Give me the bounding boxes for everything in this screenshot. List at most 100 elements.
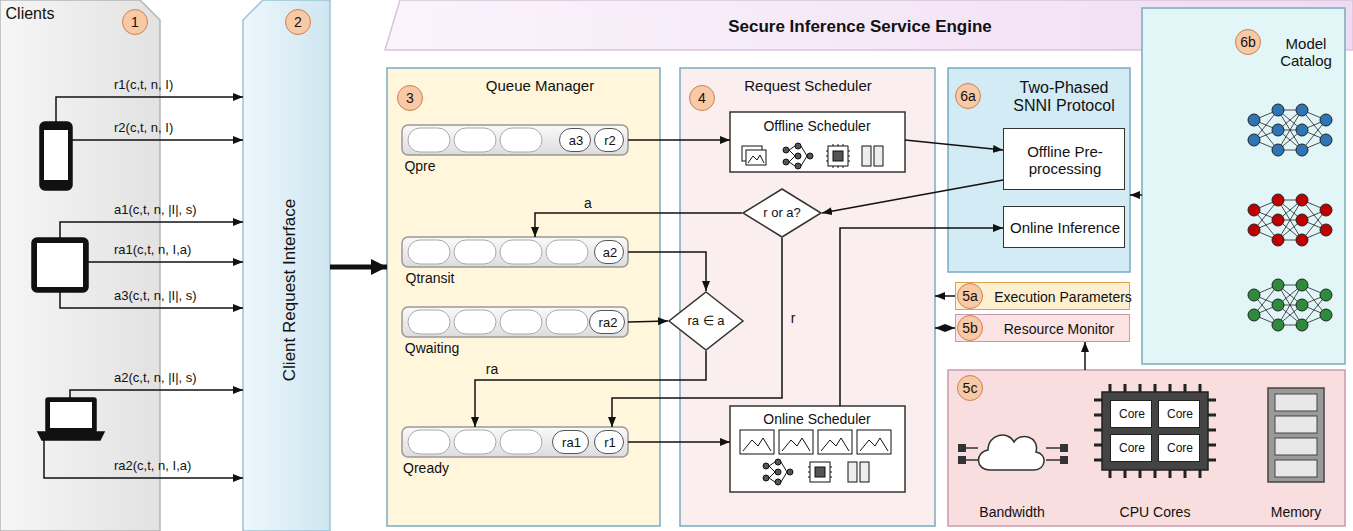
net-neuron (1296, 299, 1308, 311)
scheduler-box-shape (730, 406, 905, 492)
net-neuron (1320, 134, 1332, 146)
queue-manager-shape (387, 68, 660, 526)
queue: Qtransita2 (402, 237, 628, 267)
cpu-chip (1102, 392, 1208, 470)
node-text: Qwaiting (405, 340, 459, 356)
edge-label: r2(c,t, n, I) (114, 121, 173, 136)
queue-manager: Queue ManagerQprea3r2Qtransita2Qwaitingr… (387, 68, 660, 526)
process-box: Offline Pre-processing (1003, 128, 1125, 190)
flow-arrow (628, 252, 706, 291)
pin (1169, 384, 1172, 392)
flow-arrow (475, 351, 706, 427)
flow-arrow (628, 441, 730, 443)
request-pill: ra1 (552, 430, 589, 454)
scheduler-box: Offline Scheduler (730, 112, 905, 172)
node-text: Qpre (404, 158, 435, 174)
flow-arrow (1084, 342, 1086, 370)
flow-arrow (160, 96, 243, 98)
pin (1139, 470, 1142, 478)
net-neuron (1272, 279, 1284, 291)
pin (1139, 384, 1142, 392)
net-neuron (1248, 134, 1260, 146)
flow-arrow (160, 477, 243, 479)
net-neuron (1296, 144, 1308, 156)
request-pill: r1 (594, 430, 624, 454)
queue-slot (546, 310, 588, 334)
cpu-core: Core (1158, 400, 1200, 428)
edge-label: ra1(c,t, n, I,a) (114, 243, 191, 258)
flow-arrow (905, 140, 1003, 150)
net-neuron (1272, 299, 1284, 311)
net-neuron (1320, 114, 1332, 126)
edge-label: a2(c,t, n, |I|, s) (114, 371, 197, 386)
request-pill: a3 (559, 128, 591, 152)
node-text: CPU Cores (1120, 504, 1191, 520)
node-text: r or a? (763, 206, 801, 221)
pin (1208, 444, 1216, 447)
laptop-icon (46, 398, 96, 432)
cpu-pins (1094, 384, 1216, 478)
pin (1094, 414, 1102, 417)
flow-arrow (160, 307, 243, 309)
pin (1154, 470, 1157, 478)
callout-number: 5c (957, 375, 983, 401)
queue-slots (408, 128, 588, 454)
request-scheduler: Request SchedulerOffline Schedulerr or a… (680, 68, 935, 526)
flow-arrow (160, 221, 243, 223)
queue-slot (408, 430, 450, 454)
callout-number: 5b (957, 315, 983, 341)
net-neuron (1296, 194, 1308, 206)
node-text: Execution Parameters (994, 289, 1132, 305)
node-text: Qtransit (405, 270, 454, 286)
diamond-shape (743, 189, 821, 237)
queue-slot (500, 240, 542, 264)
pin (1208, 399, 1216, 402)
node-text: Qready (403, 460, 449, 476)
node-text: Two-Phased SNNI Protocol (999, 79, 1129, 116)
process-box: Online Inference (1003, 206, 1125, 248)
edge-label: ra2(c,t, n, I,a) (114, 459, 191, 474)
node-text: Offline Pre-processing (1009, 143, 1121, 178)
queue-slot (454, 128, 496, 152)
node-text: Memory (1271, 504, 1322, 520)
queue-shape (402, 125, 628, 155)
queue-slot (454, 240, 496, 264)
flow-arrow (935, 295, 955, 297)
pin (1208, 414, 1216, 417)
pin (1169, 470, 1172, 478)
queue: Qprea3r2 (402, 125, 628, 155)
resource-panel: BandwidthCPU CoresMemoryCoreCoreCoreCore (948, 370, 1345, 526)
node-text: r2 (604, 134, 616, 149)
queue-slot (408, 128, 450, 152)
net-neuron (1272, 144, 1284, 156)
cpu-core: Core (1110, 434, 1152, 462)
net-neuron (1248, 224, 1260, 236)
flow-arrow (1130, 194, 1142, 196)
node-text: Core (1119, 442, 1145, 456)
tablet-screen (37, 243, 83, 287)
node-text: Secure Inference Service Engine (728, 17, 992, 37)
pin (1124, 384, 1127, 392)
offline-icons (742, 143, 883, 169)
request-pill: a2 (594, 240, 624, 264)
tablet-icon (32, 238, 88, 292)
callout-number: 6b (1235, 29, 1261, 55)
net-neuron (1320, 204, 1332, 216)
pin (1154, 384, 1157, 392)
net-neuron (1296, 214, 1308, 226)
queue-slot (454, 430, 496, 454)
engine-band: Secure Inference Service Engine (385, 0, 1353, 50)
net-neuron (1272, 234, 1284, 246)
net-neuron (1248, 204, 1260, 216)
queue-slot (500, 430, 542, 454)
queue-shape (402, 237, 628, 267)
request-scheduler-shape (680, 68, 935, 526)
node-text: Core (1119, 408, 1145, 422)
net-neuron (1320, 224, 1332, 236)
net-neuron (1248, 114, 1260, 126)
queue-shape (402, 307, 628, 337)
laptop-base (38, 432, 104, 440)
queue-slot (546, 240, 588, 264)
queue: Qwaitingra2 (402, 307, 628, 337)
flow-arrow (935, 327, 955, 329)
